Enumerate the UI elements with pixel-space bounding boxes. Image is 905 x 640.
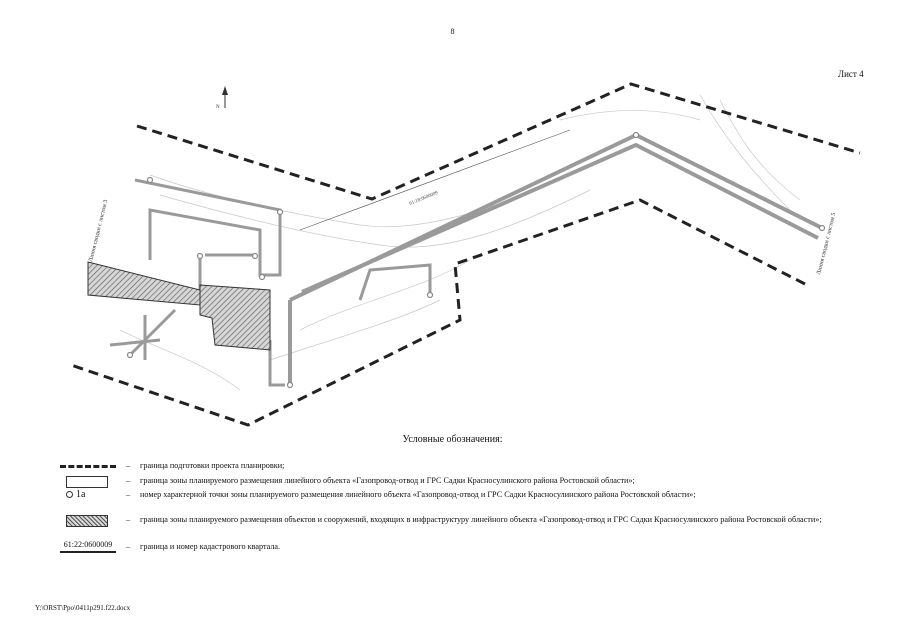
legend-item-cadastral: 61:22:0600009 – граница и номер кадастро… <box>60 540 860 556</box>
characteristic-points <box>126 131 826 389</box>
dashed-line-symbol <box>60 461 116 475</box>
page-number: 8 <box>450 27 455 36</box>
planning-boundary <box>67 82 861 427</box>
legend-text: номер характерной точки зоны планируемог… <box>140 490 696 499</box>
point-circle-icon <box>66 491 73 499</box>
legend-title: Условные обозначения: <box>402 434 503 445</box>
north-label: N <box>216 105 220 110</box>
cadastral-quarter-label: 61:18:0600009 <box>409 191 439 207</box>
legend-text: граница подготовки проекта планировки; <box>140 461 285 470</box>
legend-text: граница зоны планируемого размещения объ… <box>140 515 822 524</box>
access-lines <box>109 308 177 360</box>
hatched-rect-symbol <box>60 515 116 529</box>
sheet-label: Лист 4 <box>838 69 864 79</box>
legend-item-point: 1а – номер характерной точки зоны планир… <box>60 490 860 512</box>
legend-text: граница зоны планируемого размещения лин… <box>140 476 635 485</box>
footer-file-path: Y:\ORST\Ppo\0411p291.f22.docx <box>35 604 131 612</box>
point-symbol: 1а <box>60 490 116 504</box>
cadastral-boundary <box>299 129 571 231</box>
empty-rect-symbol <box>60 476 116 490</box>
match-line-left: Линия сводки с листом 3 <box>88 199 109 262</box>
north-arrow: N <box>216 86 228 110</box>
pipeline-route <box>288 133 823 385</box>
legend-item-linear-zone: – граница зоны планируемого размещения л… <box>60 476 860 490</box>
cadastral-symbol: 61:22:0600009 <box>60 540 116 556</box>
legend-text: граница и номер кадастрового квартала. <box>140 542 281 551</box>
infrastructure-zone <box>87 261 271 351</box>
match-line-right: Линия сводки с листом 5 <box>816 212 837 275</box>
legend-item-infrastructure-zone: – граница зоны планируемого размещения о… <box>60 515 860 537</box>
legend-item-planning-boundary: – граница подготовки проекта планировки; <box>60 461 860 475</box>
